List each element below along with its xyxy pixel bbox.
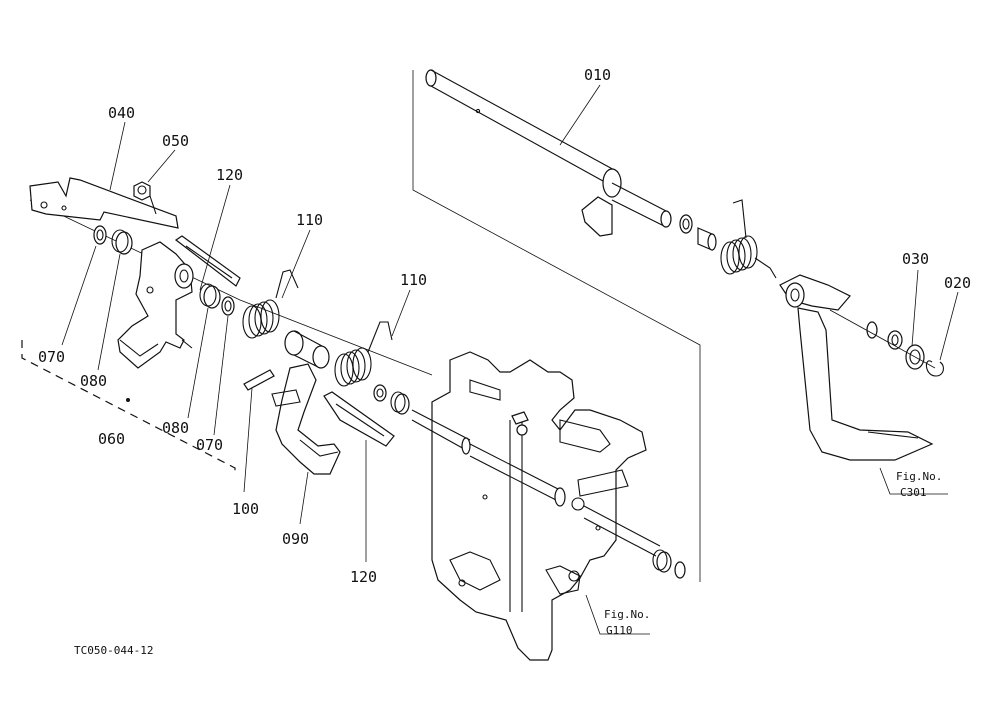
- label-070-mid: 070: [196, 436, 223, 454]
- label-120-top: 120: [216, 166, 243, 184]
- drawing-code: TC050-044-12: [74, 644, 153, 657]
- bracket-g110: [411, 351, 661, 661]
- bearings-bracket: [373, 384, 686, 579]
- plate-120-bottom: [323, 391, 395, 447]
- nut-050: [133, 181, 151, 201]
- label-060: 060: [98, 430, 125, 448]
- rings-left: [93, 225, 133, 255]
- fig-ref-g110-title: Fig.No.: [604, 608, 650, 621]
- label-020: 020: [944, 274, 971, 292]
- label-100: 100: [232, 500, 259, 518]
- label-110-a: 110: [296, 211, 323, 229]
- spring-110-b: [334, 321, 393, 387]
- label-010: 010: [584, 66, 611, 84]
- fig-ref-c301: Fig.No. C301: [896, 470, 942, 499]
- arm-060: [117, 241, 194, 369]
- label-050: 050: [162, 132, 189, 150]
- pedal-c301: [779, 274, 945, 461]
- spring-110-a: [242, 269, 299, 339]
- fig-ref-g110-code: G110: [606, 624, 633, 637]
- label-030: 030: [902, 250, 929, 268]
- lever-040: [29, 177, 179, 229]
- spring-right: [720, 199, 777, 279]
- label-110-b: 110: [400, 271, 427, 289]
- fig-ref-c301-title: Fig.No.: [896, 470, 942, 483]
- leader-lines: [61, 84, 959, 635]
- pin-100: [243, 369, 275, 391]
- label-080-left: 080: [80, 372, 107, 390]
- part-labels: 010 040 050 120 110 110 030 020 070 080 …: [38, 66, 971, 586]
- fig-ref-g110: Fig.No. G110: [604, 608, 650, 637]
- label-120-bottom: 120: [350, 568, 377, 586]
- arm-090: [271, 330, 341, 475]
- label-070-left: 070: [38, 348, 65, 366]
- label-090: 090: [282, 530, 309, 548]
- rings-mid: [199, 283, 235, 316]
- shaft-010: [425, 69, 717, 251]
- fig-ref-c301-code: C301: [900, 486, 927, 499]
- label-080-mid: 080: [162, 419, 189, 437]
- label-040: 040: [108, 104, 135, 122]
